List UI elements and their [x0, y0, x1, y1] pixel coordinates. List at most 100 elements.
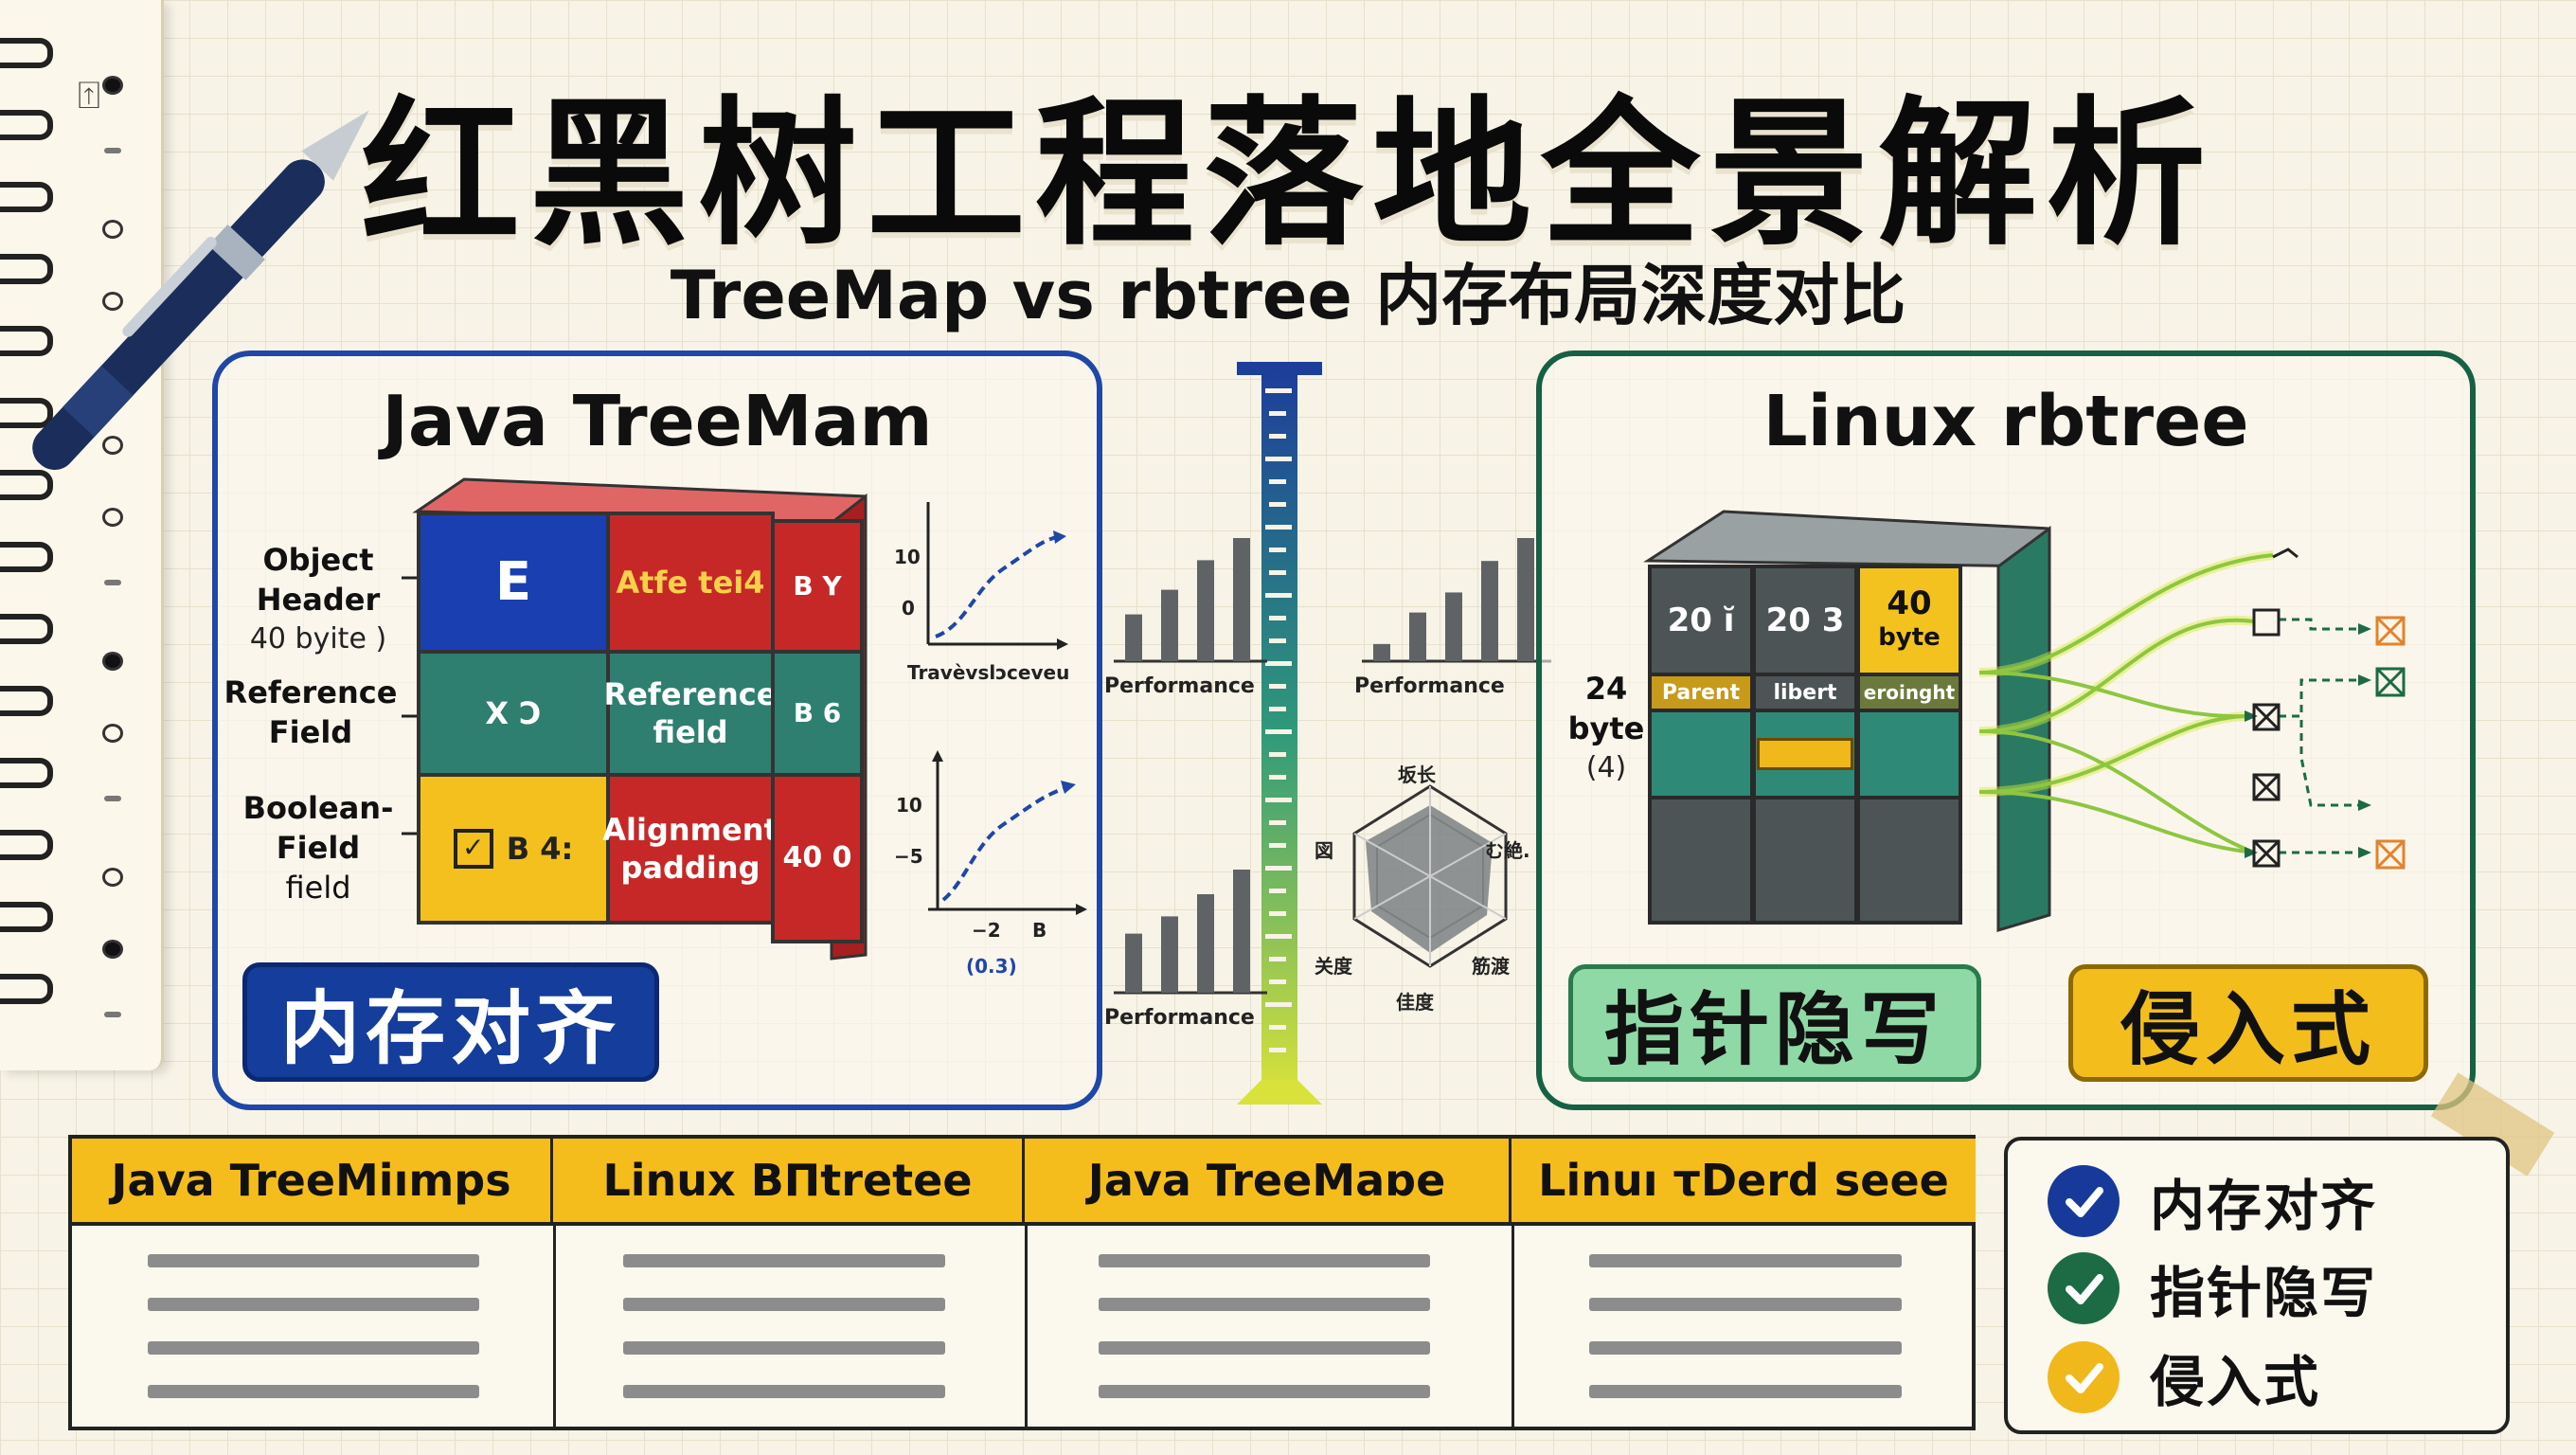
mini1-ytick2: 0 — [902, 597, 915, 620]
ruler-tick — [1269, 570, 1286, 575]
ruler-tick — [1269, 752, 1286, 757]
rbtree-size-label: 24 byte (4) — [1549, 669, 1663, 788]
mini2-xtick1: −2 — [972, 919, 1001, 942]
rbtree-size-text: 24 byte — [1567, 671, 1645, 746]
ruler-tick — [1265, 934, 1292, 939]
placeholder-line — [1589, 1254, 1902, 1267]
notebook-ring — [0, 182, 53, 212]
perf-label-1: Performance — [1104, 674, 1255, 698]
ruler-tick — [1265, 866, 1292, 871]
rb-eroinght: eroinght — [1856, 673, 1962, 712]
notebook-dash — [104, 1012, 121, 1017]
perf-label-3: Performance — [1104, 1006, 1255, 1030]
table-header-4: Linuı τDerd seee — [1512, 1139, 1976, 1226]
table-header-2: Linux BΠtretee — [553, 1139, 1025, 1226]
mini2-ytick2: −5 — [894, 845, 923, 868]
ruler-tick — [1265, 388, 1292, 393]
field-text: Field — [268, 714, 353, 750]
notebook-ring — [0, 470, 53, 500]
notebook-decoration: ⍐ — [0, 0, 164, 1070]
cell-side-top: B Y — [771, 519, 864, 654]
notebook-ring — [0, 110, 53, 140]
placeholder-line — [623, 1254, 945, 1267]
rb-cell-3-value: 40 — [1887, 584, 1932, 622]
mini-line-chart-1 — [926, 502, 1068, 650]
legend-item-pointer: 指针隐写 — [2048, 1250, 2377, 1326]
notebook-ring — [0, 38, 53, 68]
ruler-tick — [1269, 707, 1286, 711]
placeholder-line — [1589, 1298, 1902, 1311]
ruler-tick — [1269, 979, 1286, 984]
notebook-ring — [0, 254, 53, 284]
mini1-ytick: 10 — [894, 546, 921, 568]
notebook-hole — [102, 940, 123, 959]
performance-bar — [1409, 612, 1426, 661]
ruler-tick — [1269, 638, 1286, 643]
performance-bar — [1161, 916, 1178, 993]
ruler-tick — [1265, 661, 1292, 666]
notebook-hole — [102, 76, 123, 95]
mini2-ytick: 10 — [896, 794, 922, 817]
mini-line-chart-2 — [928, 750, 1087, 915]
boolean-field-label: Boolean-Field field — [224, 788, 413, 907]
ruler-tick — [1265, 593, 1292, 598]
notebook-ring — [0, 974, 53, 1004]
ruler-tick — [1269, 479, 1286, 484]
rb-cell-teal-2 — [1752, 709, 1858, 799]
performance-bar-charts — [1114, 538, 1551, 995]
reference-field-label: Reference Field — [224, 673, 398, 752]
ruler-tick — [1269, 843, 1286, 848]
ruler-tick — [1269, 911, 1286, 916]
ruler-tick — [1269, 889, 1286, 893]
ruler-tick — [1269, 1025, 1286, 1030]
performance-bar — [1445, 592, 1462, 661]
ruler-tick — [1269, 957, 1286, 961]
notebook-dash — [104, 796, 121, 801]
comparison-table: Java TreeMiımps Linux BΠtretee Java Tree… — [68, 1135, 1976, 1430]
ruler-tick — [1269, 775, 1286, 780]
performance-bar — [1233, 538, 1250, 661]
notebook-dash — [104, 580, 121, 585]
placeholder-line — [1099, 1385, 1430, 1398]
document-icon: ⍐ — [78, 74, 100, 117]
notebook-ring — [0, 614, 53, 644]
notebook-hole — [102, 652, 123, 671]
object-header-label: Object Header 40 byite ) — [225, 540, 411, 659]
notebook-hole — [102, 724, 123, 743]
rb-cell-dark-3 — [1856, 796, 1962, 925]
placeholder-line — [623, 1298, 945, 1311]
table-divider-2 — [1025, 1226, 1028, 1427]
ruler-tick — [1269, 548, 1286, 552]
ruler-tick — [1269, 434, 1286, 439]
ruler-tick — [1269, 1048, 1286, 1052]
ruler-tick — [1265, 729, 1292, 734]
object-header-text: Object Header — [256, 542, 381, 618]
radar-label-0: 坂长 — [1398, 763, 1436, 786]
performance-bar — [1233, 870, 1250, 993]
cell-header-blue: E — [417, 512, 610, 654]
boolean-text: Boolean-Field — [242, 790, 394, 866]
placeholder-line — [623, 1385, 945, 1398]
notebook-ring — [0, 686, 53, 716]
placeholder-line — [148, 1298, 479, 1311]
notebook-ring — [0, 758, 53, 788]
legend-item-intrusive: 侵入式 — [2048, 1339, 2320, 1415]
rb-libert: libert — [1752, 673, 1858, 712]
cell-red-top: Atfe tei4 — [606, 512, 775, 654]
memory-alignment-badge: 内存对齐 — [242, 962, 659, 1082]
performance-bar — [1373, 643, 1390, 661]
notebook-ring — [0, 830, 53, 860]
legend-item-alignment: 内存对齐 — [2048, 1163, 2377, 1239]
placeholder-line — [623, 1341, 945, 1355]
perf-label-2: Performance — [1354, 674, 1505, 698]
check-circle-icon — [2048, 1341, 2120, 1413]
placeholder-line — [1099, 1341, 1430, 1355]
page-subtitle: TreeMap vs rbtree 内存布局深度对比 — [670, 257, 1906, 334]
ruler-tick — [1265, 798, 1292, 802]
performance-bar — [1481, 561, 1498, 661]
notebook-hole — [102, 220, 123, 239]
cell-side-bottom: 40 0 — [771, 773, 864, 943]
object-header-size: 40 byite ) — [249, 622, 387, 656]
placeholder-line — [148, 1385, 479, 1398]
notebook-hole — [102, 508, 123, 527]
